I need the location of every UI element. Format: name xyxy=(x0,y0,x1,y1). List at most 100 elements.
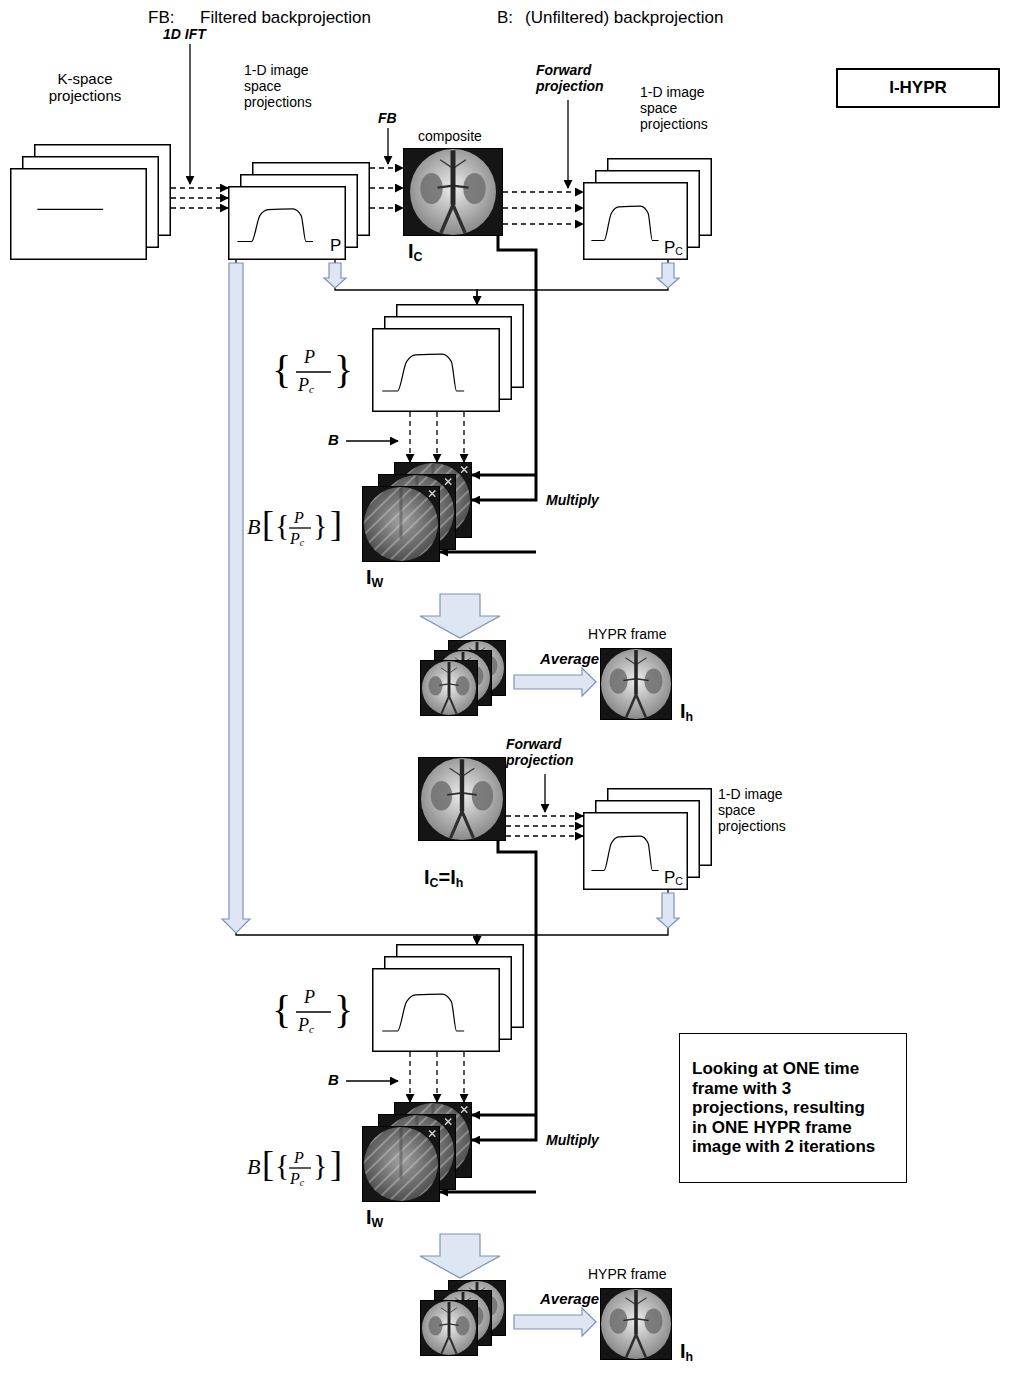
text-run: Multiply xyxy=(546,492,599,508)
brace-symbol: } xyxy=(313,1150,327,1180)
pointer-arrow xyxy=(346,440,398,441)
ratio-stack: {PPc} xyxy=(372,944,524,1052)
pointer-arrow xyxy=(567,100,568,188)
composite-image: compositeIC xyxy=(403,148,503,236)
stack-sheet xyxy=(373,969,500,1052)
text-run: c xyxy=(300,537,304,548)
legend-key: B: xyxy=(497,8,513,28)
math-symbol: P xyxy=(304,348,315,366)
edge-group xyxy=(506,816,583,836)
edge-group xyxy=(410,1052,464,1102)
text-run: B xyxy=(247,514,260,539)
profile-curve xyxy=(382,354,464,391)
math-symbol: Pc xyxy=(290,531,304,548)
weight-image-stack: B[{PPc}]IW xyxy=(362,462,472,562)
stack-figure xyxy=(583,788,712,890)
image-background xyxy=(600,1288,672,1360)
note-text: Looking at ONE time frame with 3 project… xyxy=(692,1059,882,1157)
field-of-view xyxy=(601,649,671,719)
legend-key: FB: xyxy=(148,8,174,28)
text-run: } xyxy=(313,1148,327,1181)
pointer-arrow xyxy=(544,774,545,812)
image-border xyxy=(363,487,440,562)
text-run: C xyxy=(675,875,683,887)
text-run: P xyxy=(294,1149,304,1166)
text-run: ] xyxy=(330,504,342,544)
angiogram-image xyxy=(600,648,672,720)
edge-group xyxy=(171,188,228,208)
stack-figure xyxy=(372,304,524,412)
text-run: B: xyxy=(497,8,513,27)
iliac-vessel xyxy=(441,205,453,233)
stack-figure xyxy=(583,158,712,260)
text-run: FB: xyxy=(148,8,174,27)
stack-figure xyxy=(372,944,524,1052)
legend-text: Filtered backprojection xyxy=(200,8,371,28)
multiply-arrow xyxy=(472,1114,536,1117)
image-border xyxy=(601,649,672,720)
block-arrow xyxy=(420,594,500,638)
angiogram-image xyxy=(420,660,478,716)
iliac-vessel xyxy=(453,205,465,233)
kidney-shape xyxy=(472,781,493,811)
projection-ray xyxy=(171,187,228,188)
text-run: P xyxy=(294,509,304,526)
math-symbol: Pc xyxy=(298,1016,314,1036)
iliac-vessel xyxy=(441,1336,449,1354)
aorta-vessel xyxy=(448,662,451,696)
renal-vessel xyxy=(623,1319,636,1321)
vessel-shadow xyxy=(399,1127,402,1179)
block-arrow xyxy=(222,263,250,933)
kidney-shape xyxy=(428,1316,442,1335)
pointer-arrow xyxy=(346,1080,398,1081)
connector xyxy=(503,207,583,208)
text-run: h xyxy=(456,876,464,890)
brace-symbol: } xyxy=(334,990,353,1030)
aorta-vessel xyxy=(634,650,638,694)
angiogram-image xyxy=(418,757,506,841)
stack-heading: 1-D image space projections xyxy=(640,84,722,132)
stack-sheet xyxy=(229,187,346,260)
brace-symbol: { xyxy=(275,510,289,540)
profile-curve xyxy=(382,994,464,1031)
streak-line xyxy=(388,486,466,562)
text-run: 1-D image space projections xyxy=(244,62,312,110)
text-run: HYPR frame xyxy=(588,626,667,642)
profile-curve xyxy=(591,206,658,240)
bracket-symbol: [ xyxy=(262,506,274,542)
streak-pattern xyxy=(284,486,505,562)
projection-ray xyxy=(171,207,228,208)
bracket-symbol: ] xyxy=(330,1146,342,1182)
text-run: } xyxy=(313,508,327,541)
kidney-shape xyxy=(644,1309,662,1334)
block-arrow xyxy=(514,1308,596,1336)
image-caption: composite xyxy=(418,128,482,144)
image-border xyxy=(421,661,478,716)
image-border xyxy=(419,758,506,841)
projection-ray xyxy=(503,223,583,224)
image-background xyxy=(420,1300,478,1356)
fraction-bar xyxy=(289,1167,311,1168)
iliac-vessel xyxy=(451,811,462,838)
renal-vessel xyxy=(449,684,459,685)
text-run: (Unfiltered) backprojection xyxy=(525,8,723,27)
streak-line xyxy=(297,1126,375,1202)
text-run: composite xyxy=(418,128,482,144)
math-symbol: B xyxy=(247,1154,260,1179)
connector xyxy=(370,187,403,188)
renal-vessel xyxy=(636,679,649,681)
streak-line xyxy=(336,486,414,562)
renal-vessel xyxy=(439,684,449,685)
fraction-bar xyxy=(289,527,311,528)
image-caption: HYPR frame xyxy=(588,1266,667,1282)
streak-line xyxy=(459,462,537,538)
stack-figure xyxy=(228,162,370,260)
aorta-vessel xyxy=(451,150,456,205)
step-label: Average xyxy=(540,650,599,667)
text-run: B xyxy=(247,1154,260,1179)
step-label: Forward projection xyxy=(506,736,590,768)
image-symbol: IC=Ih xyxy=(424,866,463,890)
multiply-arrow xyxy=(440,1191,536,1194)
hypr-frame-image: HYPR frameIh xyxy=(600,1288,672,1360)
